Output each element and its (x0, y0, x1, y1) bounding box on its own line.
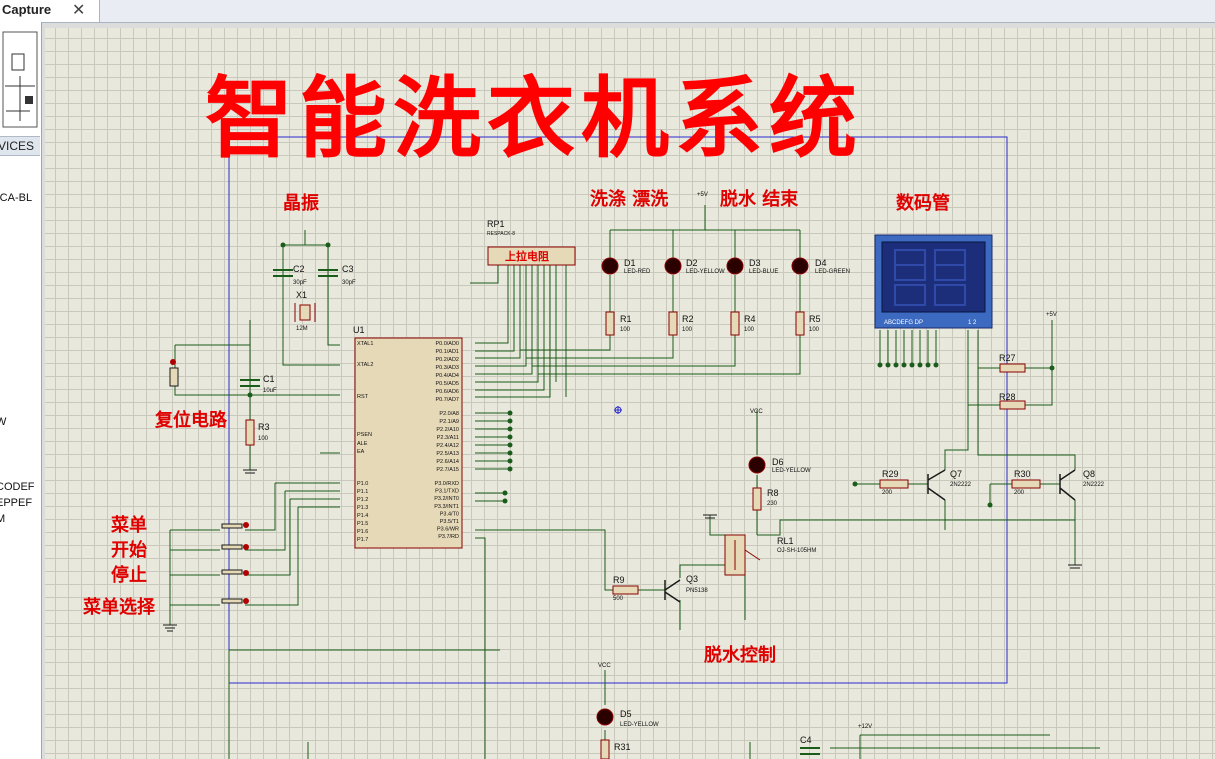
devices-header[interactable]: VICES (0, 136, 40, 156)
device-item[interactable]: M (0, 513, 6, 525)
device-item[interactable]: -CA-BL (0, 192, 33, 204)
tab-bar: Capture ✕ (0, 0, 1215, 23)
device-item[interactable]: CODEF (0, 481, 35, 493)
close-icon[interactable]: ✕ (72, 0, 86, 19)
tab-label: Capture (2, 2, 52, 17)
overview-preview[interactable] (0, 26, 40, 137)
overview-thumbnail (2, 31, 38, 128)
device-item[interactable]: EPPEF (0, 497, 33, 509)
device-item[interactable]: W (0, 416, 7, 428)
page-title: 智能洗衣机系统 (205, 67, 864, 170)
left-panel: VICES -CA-BL l W CODEF EPPEF M (0, 22, 42, 759)
tab-schematic-capture[interactable]: Capture ✕ (0, 0, 100, 22)
